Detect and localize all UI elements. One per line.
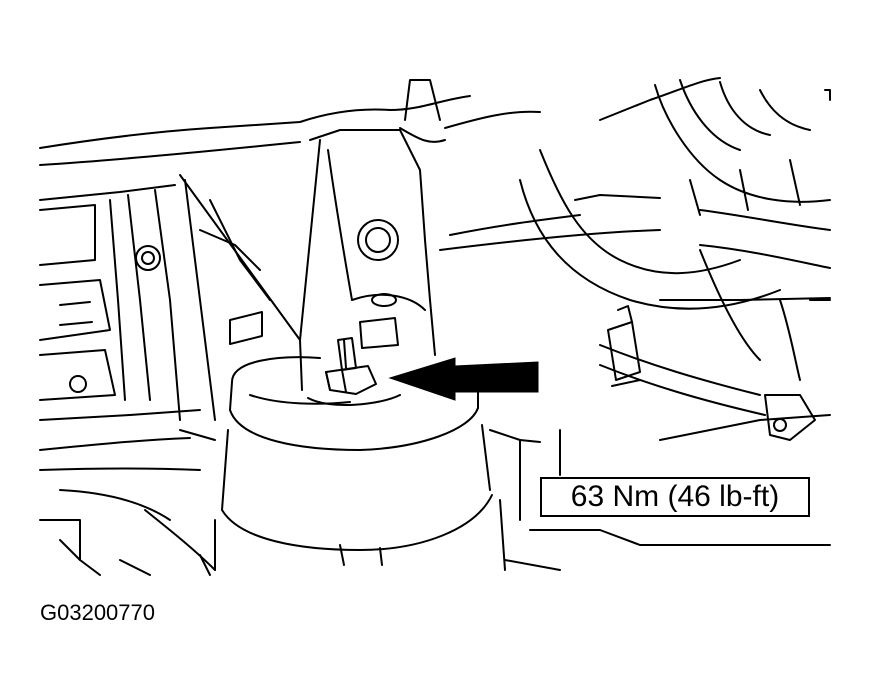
engine-block-outline [39, 77, 831, 301]
left-frame-ribs [39, 179, 271, 571]
torque-spec-callout: 63 Nm (46 lb-ft) [540, 477, 810, 517]
hose-and-wiring [504, 79, 831, 571]
mount-bolt [307, 337, 401, 407]
arrow-indicator [388, 357, 539, 401]
torque-spec-label: 63 Nm (46 lb-ft) [570, 480, 780, 513]
rubber-mount-cylinder [214, 356, 506, 571]
mount-bracket [179, 79, 446, 391]
figure-id: G03200770 [40, 600, 155, 625]
lower-frame [59, 429, 541, 576]
